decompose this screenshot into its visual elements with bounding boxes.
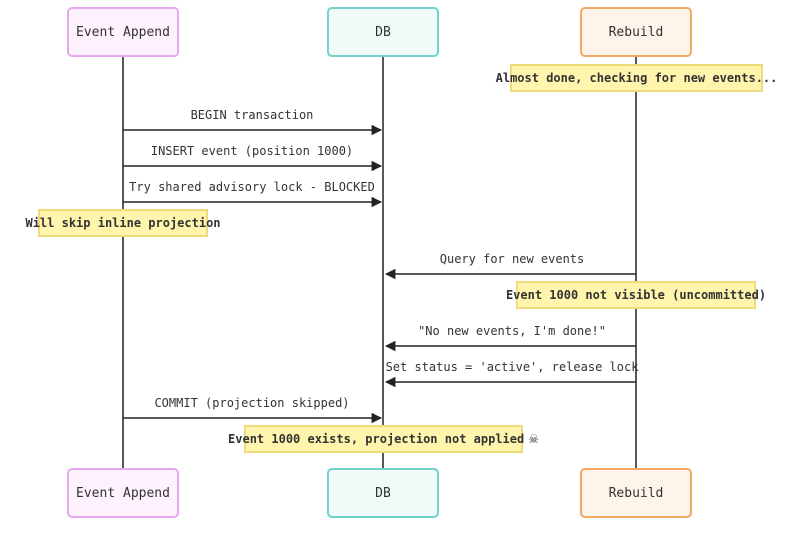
message-label-commit: COMMIT (projection skipped) [154, 396, 350, 410]
message-label-status: Set status = 'active', release lock [385, 360, 639, 374]
skull-icon: ☠ [528, 432, 539, 446]
message-label-done: "No new events, I'm done!" [418, 324, 606, 338]
actor-event-append-top: Event Append [67, 7, 179, 57]
actor-event-append-bottom: Event Append [67, 468, 179, 518]
actor-db-top: DB [327, 7, 439, 57]
actor-db-bottom: DB [327, 468, 439, 518]
message-label-query: Query for new events [439, 252, 585, 266]
note-projection-not-applied: Event 1000 exists, projection not applie… [228, 425, 539, 453]
message-label-lock: Try shared advisory lock - BLOCKED [129, 180, 375, 194]
note-almost-done: Almost done, checking for new events... [496, 64, 777, 92]
note-skip-projection: Will skip inline projection [25, 209, 221, 237]
note-not-visible: Event 1000 not visible (uncommitted) [506, 281, 766, 309]
message-label-insert: INSERT event (position 1000) [150, 144, 354, 158]
note-projection-text: Event 1000 exists, projection not applie… [228, 432, 525, 446]
actor-rebuild-bottom: Rebuild [580, 468, 692, 518]
message-label-begin: BEGIN transaction [190, 108, 314, 122]
actor-rebuild-top: Rebuild [580, 7, 692, 57]
